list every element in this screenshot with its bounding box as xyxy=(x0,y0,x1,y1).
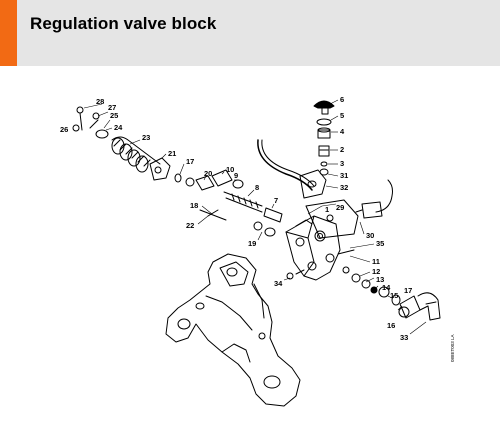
label-part-14: 14 xyxy=(382,283,391,292)
label-part-29: 29 xyxy=(336,203,344,212)
label-part-5: 5 xyxy=(340,111,344,120)
label-part-15: 15 xyxy=(390,291,398,300)
label-part-19: 19 xyxy=(248,239,256,248)
header-bar: Regulation valve block xyxy=(0,0,500,66)
label-part-34: 34 xyxy=(274,279,283,288)
page-title: Regulation valve block xyxy=(30,14,217,33)
top-stem-parts xyxy=(299,100,335,199)
label-part-6: 6 xyxy=(340,95,344,104)
label-part-18: 18 xyxy=(190,201,198,210)
label-part-11: 11 xyxy=(372,257,380,266)
label-part-17: 17 xyxy=(186,157,194,166)
label-part-4: 4 xyxy=(340,127,345,136)
label-part-30: 30 xyxy=(366,231,374,240)
label-part-27: 27 xyxy=(108,103,116,112)
label-part-2: 2 xyxy=(340,145,344,154)
label-part-21: 21 xyxy=(168,149,176,158)
label-part-17b: 17 xyxy=(404,286,412,295)
frame-housing xyxy=(165,253,301,407)
leader-lines xyxy=(83,99,427,335)
label-part-16: 16 xyxy=(387,321,395,330)
label-part-32: 32 xyxy=(340,183,348,192)
label-part-24: 24 xyxy=(114,123,123,132)
fitting xyxy=(149,157,171,181)
label-part-13: 13 xyxy=(376,275,384,284)
spring-group xyxy=(72,106,161,173)
outlet-parts xyxy=(286,249,441,321)
label-part-22: 22 xyxy=(186,221,194,230)
hose xyxy=(257,139,313,191)
label-part-9: 9 xyxy=(234,171,238,180)
label-part-1: 1 xyxy=(325,205,329,214)
drawing-code: 088ET003 LA xyxy=(450,334,455,362)
label-part-10: 10 xyxy=(226,165,234,174)
label-part-35: 35 xyxy=(376,239,384,248)
label-part-7: 7 xyxy=(274,196,278,205)
exploded-parts-diagram: 6 5 4 2 3 31 32 29 1 30 35 11 12 13 14 1… xyxy=(60,95,441,407)
label-part-8: 8 xyxy=(255,183,259,192)
cable xyxy=(375,179,393,213)
label-part-26: 26 xyxy=(60,125,68,134)
label-part-20: 20 xyxy=(204,169,212,178)
label-part-12: 12 xyxy=(372,267,380,276)
orange-accent-bar xyxy=(0,0,17,66)
plate xyxy=(305,199,359,239)
label-part-31: 31 xyxy=(340,171,348,180)
label-part-3: 3 xyxy=(340,159,344,168)
label-part-33: 33 xyxy=(400,333,408,342)
label-part-28: 28 xyxy=(96,97,104,106)
label-part-25: 25 xyxy=(110,111,118,120)
part-number-labels: 6 5 4 2 3 31 32 29 1 30 35 11 12 13 14 1… xyxy=(60,95,412,342)
valve-block xyxy=(285,215,341,281)
label-part-23: 23 xyxy=(142,133,150,142)
